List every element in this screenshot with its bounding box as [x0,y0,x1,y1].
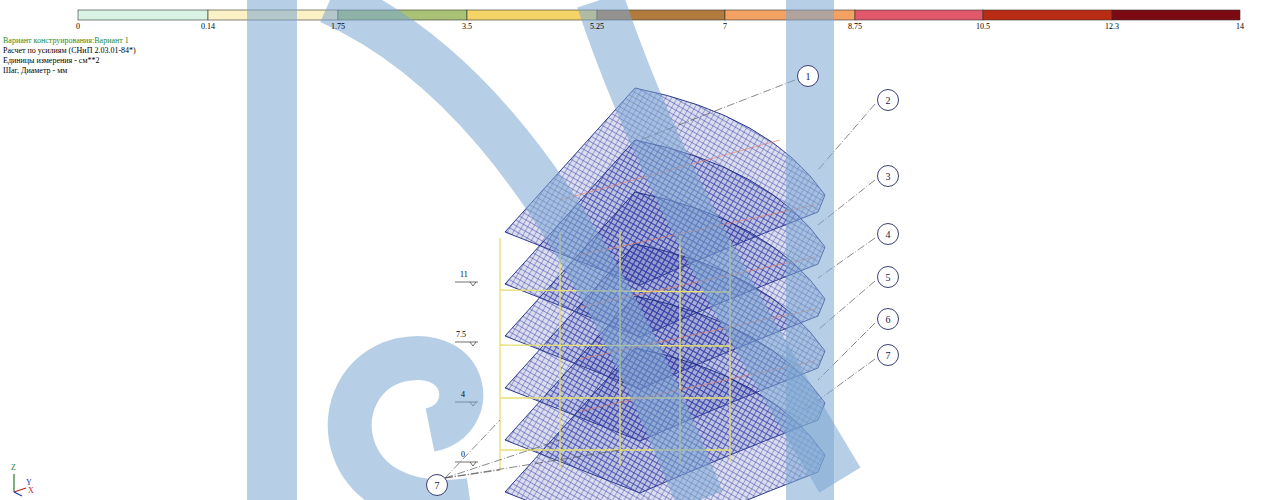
level-mark: 11 [460,270,468,280]
axis-marker: 5 [877,266,899,288]
axis-marker: 7 [426,474,448,496]
axis-marker: 7 [877,344,899,366]
units-note: Единицы измерения - см**2 [3,56,99,66]
step-note: Шаг, Диаметр - мм [3,66,67,76]
axis-number: 3 [886,171,891,182]
scale-value: 1.75 [331,22,345,32]
axis-number: 7 [886,350,891,361]
scale-value: 14 [1236,22,1244,32]
axis-number: 2 [886,95,891,106]
level-mark: 7.5 [456,330,466,340]
watermark-logo [272,0,840,500]
scale-value: 0.14 [201,22,215,32]
scale-value: 8.75 [848,22,862,32]
axis-number: 7 [435,480,440,491]
axis-number: 4 [886,229,891,240]
axis-number: 5 [886,272,891,283]
axis-triad [14,474,26,496]
scale-value: 12.3 [1105,22,1119,32]
method-note: Расчет по усилиям (СНиП 2.03.01-84*) [3,46,136,56]
axis-marker: 2 [877,89,899,111]
variant-note: Вариант конструирования:Вариант 1 [3,36,129,46]
scale-value: 10.5 [976,22,990,32]
scale-value: 3.5 [462,22,472,32]
scale-value: 5.25 [590,22,604,32]
scale-value: 0 [76,22,80,32]
axis-marker: 6 [877,308,899,330]
axis-marker: 1 [797,65,819,87]
axis-marker: 3 [877,165,899,187]
level-mark: 4 [461,390,465,400]
axis-label: X [28,486,34,496]
scale-value: 7 [723,22,727,32]
axis-marker: 4 [877,223,899,245]
axis-number: 6 [886,314,891,325]
axis-label: Z [11,463,16,473]
level-mark: 0 [461,450,465,460]
axis-number: 1 [806,71,811,82]
